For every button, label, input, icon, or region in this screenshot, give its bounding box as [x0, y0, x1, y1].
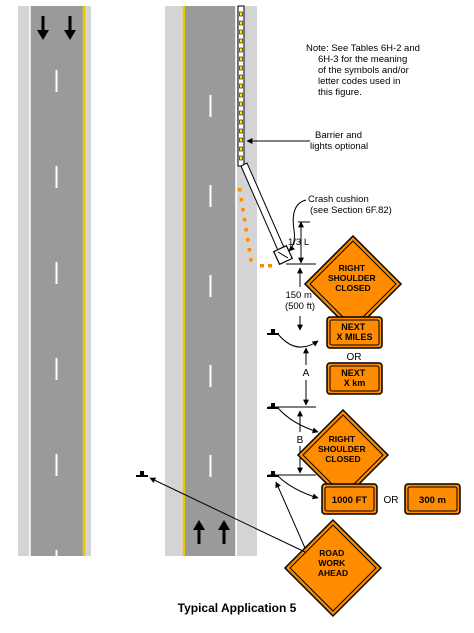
right-shoulder-closed-sign-bottom: RIGHT SHOULDER CLOSED — [296, 408, 390, 502]
barrier-light — [239, 110, 243, 116]
or-label-2: OR — [384, 495, 399, 506]
barrier-light — [239, 155, 243, 161]
barrier-light — [239, 38, 243, 44]
figure-title: Typical Application 5 — [178, 601, 297, 615]
barrier-light — [239, 92, 243, 98]
svg-text:RIGHT SHOULDER CLO: RIGHT SHOULDER CLOSED — [328, 263, 378, 293]
leader-post2-sign — [277, 407, 319, 434]
barrier-light — [239, 128, 243, 134]
barrier — [237, 5, 294, 266]
barrier-light — [239, 20, 243, 26]
dimension-a: A — [303, 347, 310, 406]
dimension-b: B — [297, 410, 304, 474]
channelizing-device — [242, 218, 247, 222]
dimension-b-label: B — [297, 435, 304, 446]
crash-cushion-icon — [272, 244, 294, 266]
next-x-km-sign: NEXT X km — [326, 362, 383, 395]
crash-cushion-leader — [288, 199, 307, 252]
svg-text:NEXT X MILES: NEXT X MILES — [336, 322, 372, 342]
channelizing-device — [260, 264, 264, 268]
taper-distance-label: 150 m (500 ft) — [285, 290, 315, 312]
left-shoulder-outer — [18, 6, 30, 556]
channelizing-device — [244, 228, 248, 232]
right-shoulder-inner — [165, 6, 184, 556]
barrier-light — [239, 56, 243, 62]
svg-text:RIGHT SHOULDER CLO: RIGHT SHOULDER CLOSED — [318, 434, 368, 464]
svg-text:1000 FT: 1000 FT — [332, 495, 368, 506]
one-third-l-label: 1/3 L — [288, 237, 309, 248]
dimension-a-label: A — [303, 368, 310, 379]
distance-300-m-sign: 300 m — [404, 483, 461, 515]
barrier-light — [239, 137, 243, 143]
svg-text:300 m: 300 m — [419, 495, 446, 506]
road-work-ahead-sign: ROAD WORK AHEAD — [283, 518, 383, 618]
barrier-light — [239, 65, 243, 71]
arrow-icon — [218, 520, 230, 544]
channelizing-device — [238, 188, 242, 192]
arrow-icon — [64, 16, 76, 40]
sign-post-icon — [267, 471, 279, 477]
road-work-leader-right — [275, 481, 306, 549]
channelizing-device — [241, 208, 245, 212]
leader-post1-sign — [277, 333, 319, 348]
dimension-one-third-l: 1/3 L — [288, 221, 310, 264]
barrier-callout: Barrier and lights optional — [310, 130, 368, 152]
left-roadway — [18, 6, 91, 556]
barrier-light — [239, 146, 243, 152]
figure-note: Note: See Tables 6H-2 and 6H-3 for the m… — [306, 43, 423, 98]
channelizing-device — [249, 258, 253, 262]
arrow-icon — [37, 16, 49, 40]
barrier-light — [239, 101, 243, 107]
or-label-1: OR — [347, 352, 362, 363]
svg-text:NEXT X km: NEXT X km — [341, 368, 368, 388]
distance-1000-ft-sign: 1000 FT — [321, 483, 378, 515]
dimension-taper-distance: 150 m (500 ft) — [285, 267, 315, 331]
channelizing-device — [247, 248, 252, 252]
svg-text:ROAD WORK AHEAD: ROAD WORK AHEAD — [318, 548, 348, 578]
sign-post-icon — [267, 329, 279, 335]
barrier-light — [239, 119, 243, 125]
barrier-lights — [239, 11, 243, 161]
road-work-leader-left — [149, 477, 306, 553]
channelizing-devices — [238, 188, 272, 268]
channelizing-device — [246, 238, 250, 242]
sign-posts — [136, 329, 279, 477]
barrier-light — [239, 29, 243, 35]
sign-post-icon — [267, 403, 279, 409]
channelizing-device — [268, 264, 272, 268]
crash-cushion-callout: Crash cushion (see Section 6F.82) — [308, 194, 392, 216]
channelizing-device — [239, 198, 244, 202]
next-x-miles-sign: NEXT X MILES — [326, 316, 383, 349]
arrow-icon — [193, 520, 205, 544]
barrier-light — [239, 74, 243, 80]
leader-post3-sign — [277, 475, 319, 500]
barrier-light — [239, 83, 243, 89]
left-shoulder-inner — [83, 6, 91, 556]
sign-post-icon — [136, 471, 148, 477]
barrier-light — [239, 47, 243, 53]
barrier-light — [239, 11, 243, 17]
